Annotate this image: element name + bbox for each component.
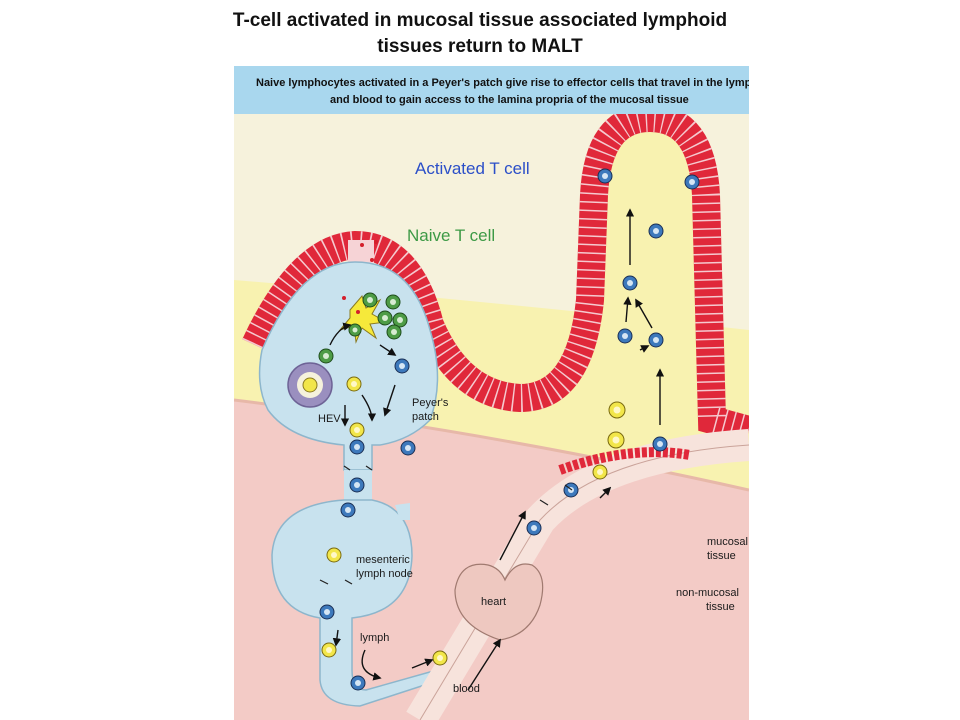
blood-label: blood — [453, 683, 480, 695]
lymph-node-vessel-stub — [395, 503, 410, 520]
vessel-section-marks — [319, 465, 573, 585]
mesenteric-label-line-1: mesenteric — [356, 554, 410, 566]
slide-title: T-cell activated in mucosal tissue assoc… — [120, 8, 840, 60]
naive-yellow-cells — [321, 376, 626, 666]
naive-t-cell-label: Naive T cell — [407, 226, 495, 245]
villus-lamina — [585, 120, 716, 420]
lymph-label: lymph — [360, 632, 389, 644]
peyers-patch-label-line-2: patch — [412, 411, 439, 423]
hev-label: HEV — [318, 413, 341, 425]
figure-panel: Naive lymphocytes activated in a Peyer's… — [234, 66, 758, 720]
peyers-patch-dome — [258, 261, 439, 471]
peyers-patch-label-line-1: Peyer's — [412, 397, 449, 409]
mucosal-label-line-1: mucosal — [707, 536, 748, 548]
non-mucosal-label-line-1: non-mucosal — [676, 587, 739, 599]
banner-line-2: and blood to gain access to the lamina p… — [330, 94, 689, 106]
heart-shape — [454, 563, 544, 641]
activated-blue-cells — [319, 168, 700, 691]
migration-arrows — [329, 208, 665, 691]
caption-banner — [234, 66, 749, 114]
banner-line-1: Naive lymphocytes activated in a Peyer's… — [256, 77, 758, 89]
endothelium — [558, 447, 691, 475]
activated-t-cell-label: Activated T cell — [415, 159, 530, 178]
non-mucosal-label-line-2: tissue — [706, 601, 735, 613]
blood-vessel-wall — [419, 444, 749, 720]
mesenteric-label-line-2: lymph node — [356, 568, 413, 580]
slide-title-line-1: T-cell activated in mucosal tissue assoc… — [232, 10, 728, 31]
heart-label: heart — [481, 596, 506, 608]
hev-naive-cell — [302, 377, 318, 393]
slide-title-line-2: tissues return to MALT — [377, 36, 583, 57]
naive-green-cells — [318, 292, 408, 364]
mucosal-label-line-2: tissue — [707, 550, 736, 562]
antigen-particles — [342, 240, 378, 314]
